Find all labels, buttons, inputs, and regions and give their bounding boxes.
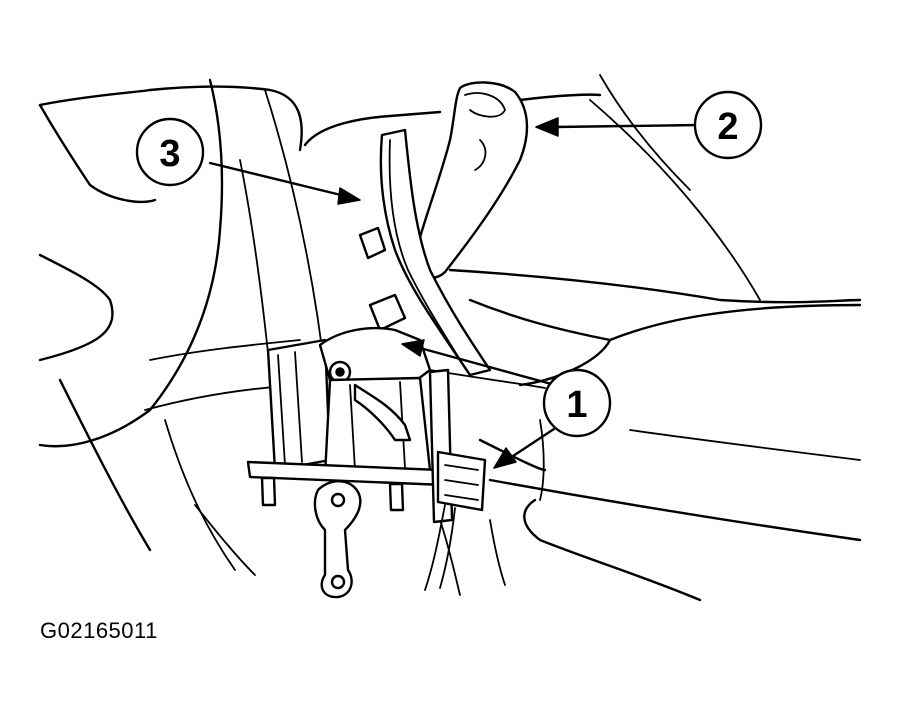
callout-3-circle <box>135 117 205 187</box>
figure-id-label: G02165011 <box>40 618 158 643</box>
callout-2-circle <box>693 90 763 160</box>
shift-lever-handle <box>410 81 529 279</box>
callout-2-label: 2 <box>717 106 738 148</box>
leader-arrows <box>208 117 702 469</box>
callout-1-circle <box>542 368 612 438</box>
callout-2: 2 <box>693 90 763 160</box>
callout-1-label: 1 <box>566 384 587 426</box>
shifter-mechanism <box>246 326 487 599</box>
callout-3: 3 <box>135 117 205 187</box>
callout-1: 1 <box>542 368 612 438</box>
shift-lever-arm <box>358 128 492 377</box>
interior-outline <box>38 74 862 602</box>
callout-3-label: 3 <box>159 133 180 175</box>
